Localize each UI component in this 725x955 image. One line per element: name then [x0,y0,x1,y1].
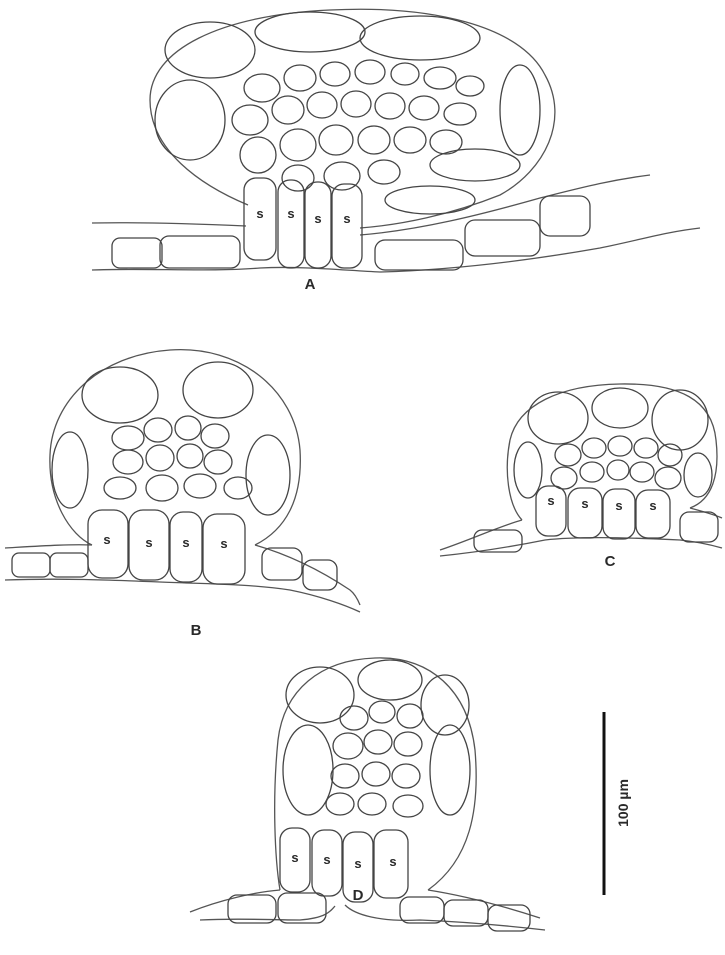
panel-b: s s s s B [5,350,360,639]
panel-c: s s s s C [440,384,722,570]
panel-c-stalk-3-label: s [615,498,622,513]
panel-a-stalk-4-label: s [343,211,350,226]
panel-d-stalk-3-label: s [354,856,361,871]
panel-d-stalk-1-label: s [291,850,298,865]
panel-a-stalk-3-label: s [314,211,321,226]
scale-bar: 100 µm [604,712,631,895]
panel-b-stalk-2-label: s [145,535,152,550]
panel-c-stalk-4-label: s [649,498,656,513]
panel-d: s s s s D [190,658,545,931]
panel-a-label: A [305,276,316,293]
panel-b-stalk-4-label: s [220,536,227,551]
panel-c-label: C [605,553,616,570]
panel-d-stalk-4-label: s [389,854,396,869]
panel-a: s s s s A [92,9,700,293]
panel-a-stalk-1-label: s [256,206,263,221]
panel-d-label: D [353,887,364,904]
panel-a-stalk-2-label: s [287,206,294,221]
panel-c-stalk-1-label: s [547,493,554,508]
panel-d-stalk-2-label: s [323,852,330,867]
panel-b-stalk-3-label: s [182,535,189,550]
scale-bar-label: 100 µm [615,779,631,827]
panel-b-label: B [191,622,202,639]
panel-b-stalk-1-label: s [103,532,110,547]
panel-c-stalk-2-label: s [581,496,588,511]
